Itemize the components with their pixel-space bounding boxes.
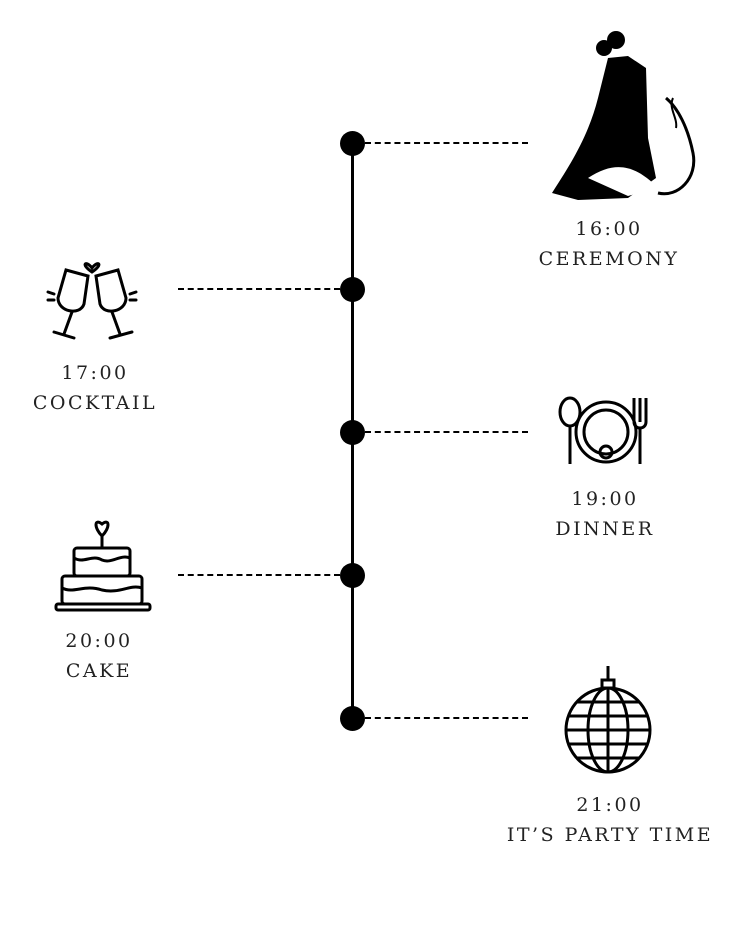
event-cocktail: 17:00 COCKTAIL	[20, 358, 170, 418]
timeline-dot-cake	[340, 563, 365, 588]
timeline-dot-party	[340, 706, 365, 731]
event-name: DINNER	[555, 518, 655, 540]
event-name: IT’S PARTY TIME	[506, 824, 714, 846]
event-name: CAKE	[65, 660, 133, 682]
plate-cutlery-icon	[558, 396, 648, 464]
timeline-dot-cocktail	[340, 277, 365, 302]
timeline-dot-dinner	[340, 420, 365, 445]
event-time: 20:00	[65, 630, 133, 652]
connector-party	[365, 717, 528, 719]
connector-dinner	[365, 431, 528, 433]
event-ceremony: 16:00 CEREMONY	[524, 214, 694, 274]
wedding-cake-icon	[54, 520, 152, 612]
connector-cake	[178, 574, 340, 576]
event-name: CEREMONY	[538, 248, 680, 270]
champagne-glasses-icon	[46, 262, 138, 340]
event-time: 19:00	[571, 488, 639, 510]
connector-cocktail	[178, 288, 340, 290]
event-cake: 20:00 CAKE	[24, 626, 174, 686]
event-party: 21:00 IT’S PARTY TIME	[492, 790, 728, 850]
event-name: COCKTAIL	[32, 392, 158, 414]
event-dinner: 19:00 DINNER	[530, 484, 680, 544]
bride-groom-icon	[552, 31, 696, 200]
timeline-dot-ceremony	[340, 131, 365, 156]
event-time: 17:00	[61, 362, 129, 384]
connector-ceremony	[365, 142, 528, 144]
event-time: 16:00	[575, 218, 643, 240]
disco-ball-icon	[564, 666, 652, 774]
event-time: 21:00	[576, 794, 644, 816]
